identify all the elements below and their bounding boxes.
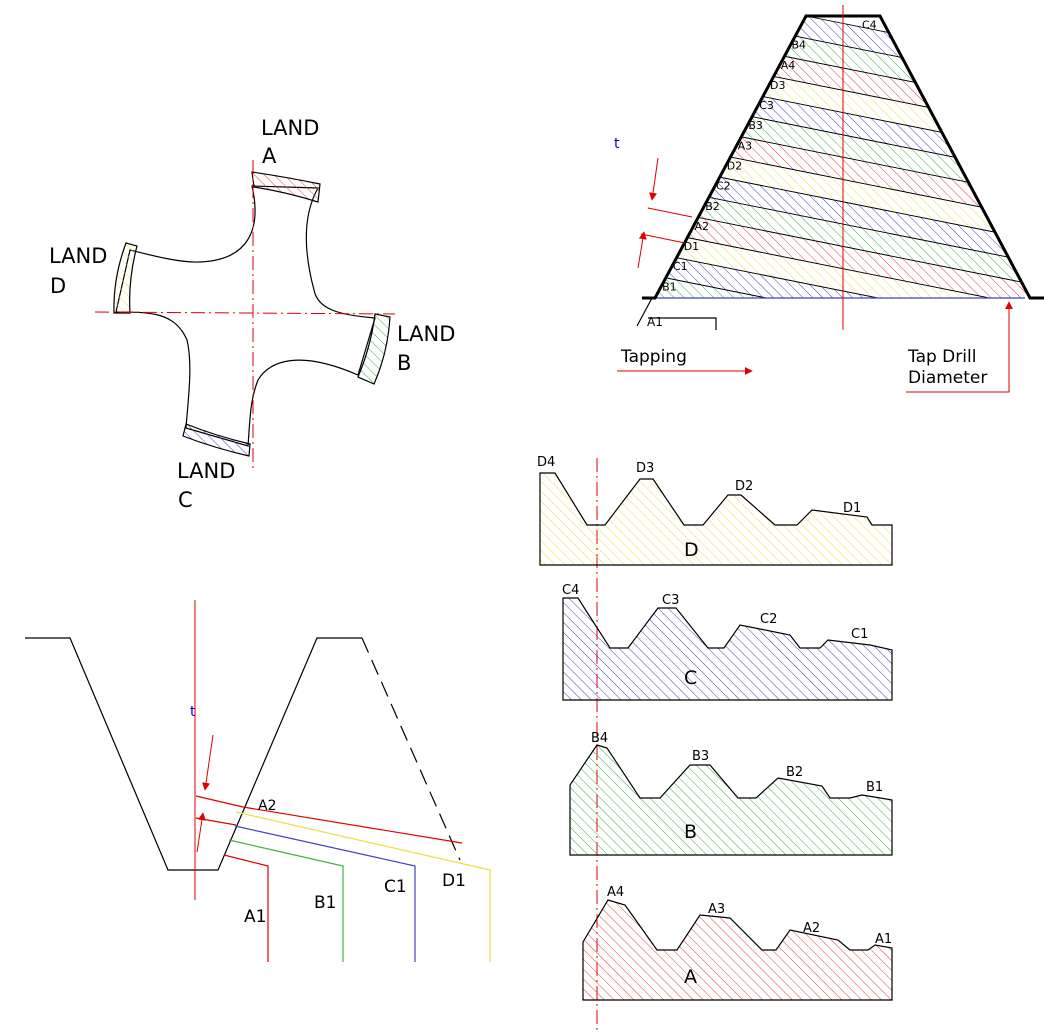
profile-c-tooth-4: C4 bbox=[562, 583, 579, 598]
profile-d-tooth-3: D3 bbox=[636, 461, 654, 476]
land-b-hatch bbox=[357, 313, 391, 385]
land-c-label-line1: LAND bbox=[177, 459, 235, 483]
thread-t-arrow-up bbox=[196, 812, 206, 853]
t-dimension-lower bbox=[640, 233, 686, 244]
profile-b-tooth-4: B4 bbox=[591, 731, 608, 746]
thread-form-section: t A2 A1 B1 C1 D1 bbox=[25, 600, 491, 962]
tap-drill-leader bbox=[906, 301, 1013, 393]
t-arrow-up bbox=[637, 231, 647, 269]
land-c-label-line2: C bbox=[178, 488, 193, 512]
chamfer-band-label-c4: C4 bbox=[862, 19, 877, 32]
profile-b-letter: B bbox=[684, 821, 697, 843]
profile-d-letter: D bbox=[684, 539, 699, 561]
land-d-hatch bbox=[113, 242, 138, 314]
profile-d-tooth-1: D1 bbox=[843, 501, 861, 516]
t-arrow-down bbox=[649, 157, 659, 201]
profile-d-tooth-2: D2 bbox=[735, 479, 753, 494]
land-a-hatch bbox=[251, 171, 321, 203]
land-c-hatch bbox=[182, 423, 251, 457]
thread-profile-outline bbox=[25, 637, 362, 871]
profile-c-letter: C bbox=[684, 667, 697, 689]
c1-cut-line bbox=[234, 825, 416, 962]
profile-a-tooth-2: A2 bbox=[803, 921, 820, 936]
land-d-label-line2: D bbox=[50, 274, 66, 298]
chamfer-bands bbox=[655, 16, 1030, 298]
thread-b1-label: B1 bbox=[314, 893, 336, 913]
profile-a-shape bbox=[582, 899, 893, 1001]
chamfer-band-d1 bbox=[655, 219, 1030, 298]
tapping-label: Tapping bbox=[620, 347, 687, 367]
chamfer-band-label-c1: C1 bbox=[673, 260, 688, 273]
thread-a2-label: A2 bbox=[258, 798, 276, 814]
thread-profile-dashed bbox=[361, 637, 461, 861]
land-d-label-line1: LAND bbox=[49, 244, 107, 268]
chamfer-band-label-b1: B1 bbox=[662, 280, 677, 293]
profile-d-shape bbox=[539, 472, 893, 566]
land-b-label-line1: LAND bbox=[397, 322, 455, 346]
thread-a1-label: A1 bbox=[244, 907, 266, 927]
profile-c-tooth-1: C1 bbox=[851, 627, 868, 642]
land-a-label-line2: A bbox=[262, 144, 277, 168]
profile-c-shape bbox=[562, 597, 893, 701]
d1-cut-line bbox=[235, 811, 491, 962]
chamfer-band-label-b2: B2 bbox=[705, 200, 720, 213]
profile-c-tooth-2: C2 bbox=[760, 612, 777, 627]
chamfer-band-label-c2: C2 bbox=[716, 180, 731, 193]
thread-c1-label: C1 bbox=[384, 877, 407, 897]
chamfer-a1-label: A1 bbox=[647, 315, 663, 329]
profile-b-tooth-2: B2 bbox=[786, 765, 803, 780]
chamfer-band-label-c3: C3 bbox=[759, 99, 774, 112]
chamfer-t-label: t bbox=[614, 136, 620, 152]
profile-a-tooth-4: A4 bbox=[607, 885, 624, 900]
chamfer-band-label-a4: A4 bbox=[781, 59, 796, 72]
chamfer-band-b1 bbox=[655, 264, 1030, 298]
cross-section-outline bbox=[115, 185, 376, 447]
profile-b-tooth-3: B3 bbox=[692, 749, 709, 764]
profile-a-tooth-3: A3 bbox=[708, 902, 725, 917]
chamfer-band-label-b3: B3 bbox=[748, 119, 763, 132]
a2-cut-line bbox=[195, 795, 463, 844]
land-profiles-section: D D4 D3 D2 D1 C C4 C3 C2 C1 B B4 B3 B2 B… bbox=[537, 455, 893, 1030]
profile-b-tooth-1: B1 bbox=[866, 780, 883, 795]
a1-leader bbox=[636, 297, 717, 330]
chamfer-band-label-a2: A2 bbox=[695, 220, 710, 233]
thread-d1-label: D1 bbox=[442, 871, 466, 891]
land-b-label-line2: B bbox=[397, 351, 411, 375]
chamfer-section: t A1 Tapping Tap Drill Diameter bbox=[614, 5, 1044, 393]
horizontal-center-line bbox=[94, 311, 396, 315]
chamfer-band-label-d3: D3 bbox=[770, 79, 785, 92]
thread-t-arrow-down bbox=[202, 734, 214, 791]
chamfer-band-label-d1: D1 bbox=[684, 240, 699, 253]
t-dimension-upper bbox=[647, 207, 693, 218]
chamfer-band-label-a3: A3 bbox=[738, 139, 753, 152]
profile-c-tooth-3: C3 bbox=[662, 593, 679, 608]
tap-drill-label-line2: Diameter bbox=[908, 368, 987, 388]
profile-a-tooth-1: A1 bbox=[875, 932, 892, 947]
profile-a-letter: A bbox=[684, 966, 697, 988]
chamfer-band-b2 bbox=[655, 175, 1030, 291]
chamfer-band-label-b4: B4 bbox=[792, 39, 807, 52]
tap-cross-section: LAND A LAND D LAND B LAND C bbox=[49, 116, 455, 512]
tap-drill-label-line1: Tap Drill bbox=[907, 347, 976, 367]
chamfer-band-c1 bbox=[655, 241, 1030, 298]
chamfer-band-a2 bbox=[655, 197, 1030, 298]
chamfer-band-label-d2: D2 bbox=[727, 160, 742, 173]
b1-cut-line bbox=[228, 839, 344, 962]
a1-cut-line bbox=[223, 854, 269, 962]
profile-b-shape bbox=[569, 744, 893, 856]
thread-t-label: t bbox=[190, 704, 196, 720]
land-a-label-line1: LAND bbox=[261, 116, 319, 140]
profile-d-tooth-4: D4 bbox=[537, 455, 555, 470]
